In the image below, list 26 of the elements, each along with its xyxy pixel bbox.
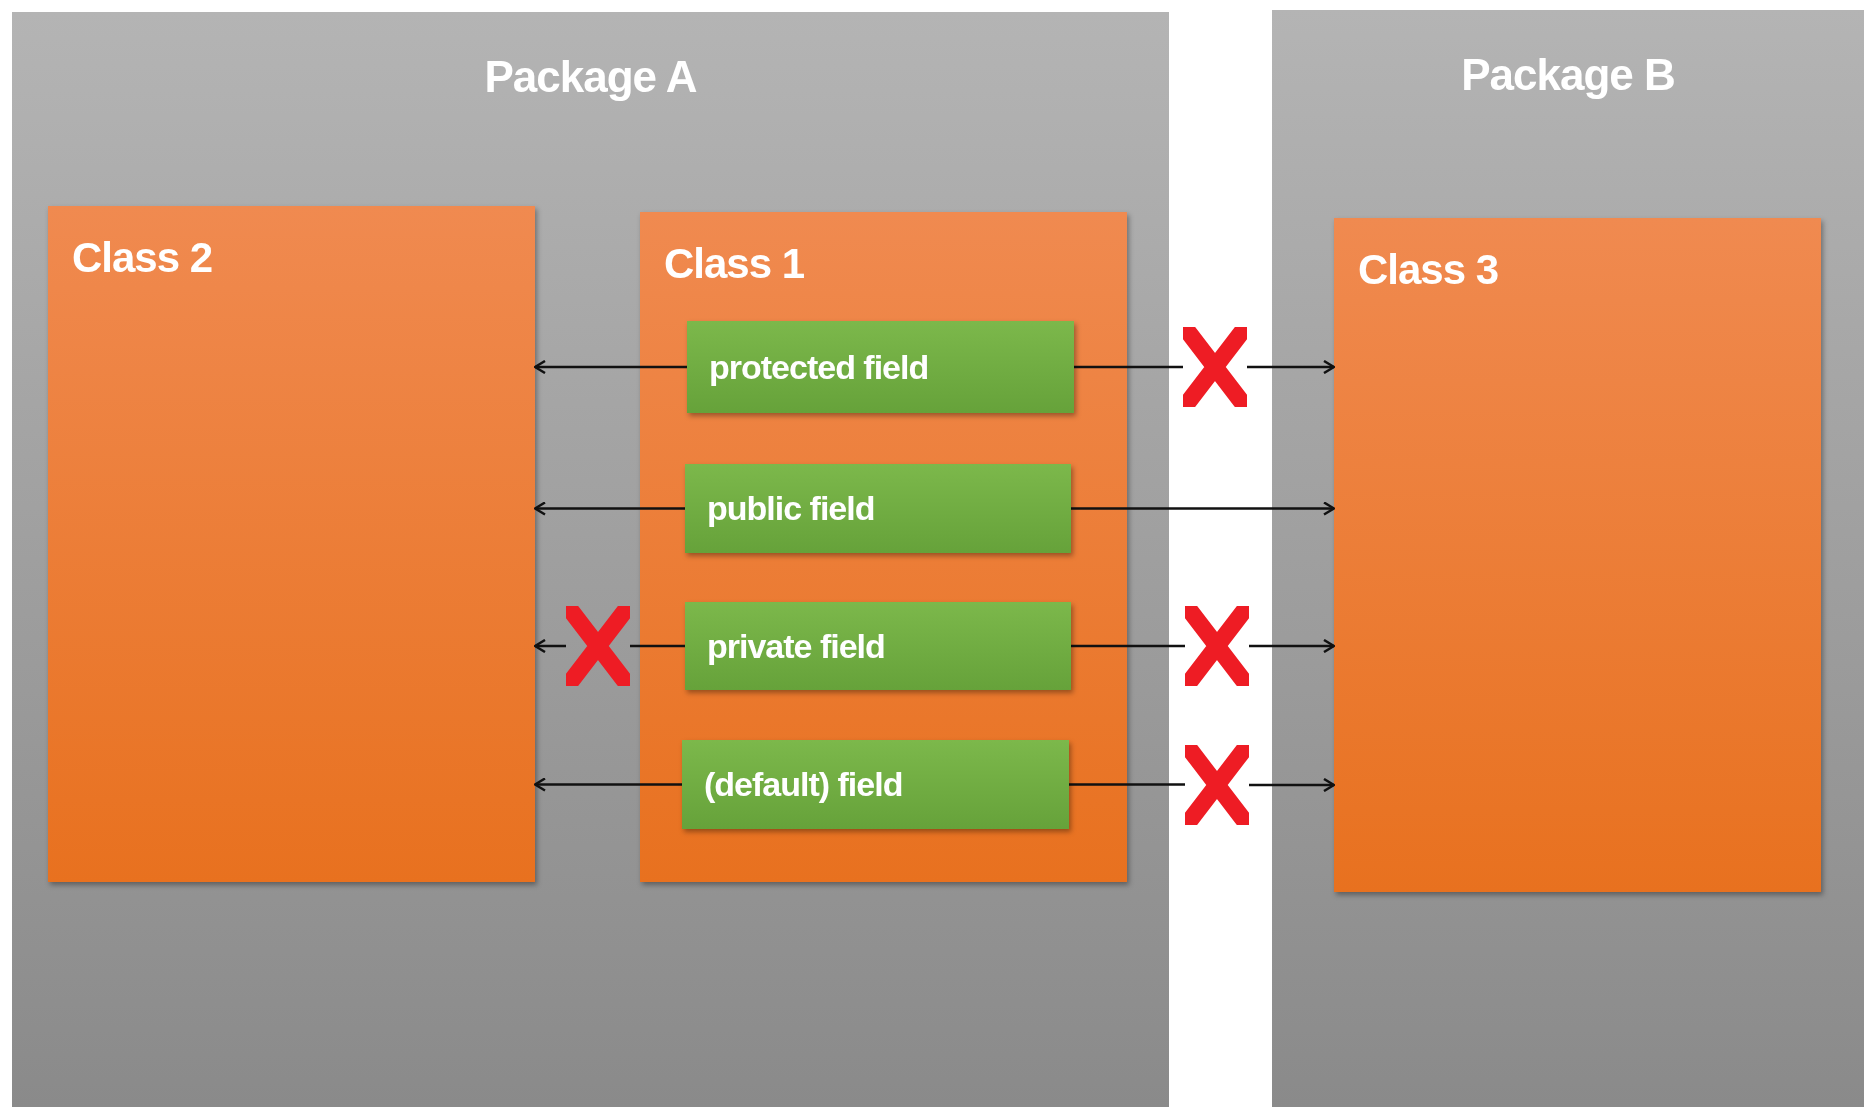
package-panel (12, 12, 1169, 1107)
class-box (640, 212, 1127, 882)
field-label: (default) field (703, 765, 903, 804)
field-label: private field (706, 626, 885, 666)
field-box (685, 464, 1071, 553)
arrow (1247, 359, 1336, 375)
arrow (533, 777, 682, 792)
class-box (48, 206, 535, 882)
field-label: protected field (708, 347, 929, 387)
field-box (685, 602, 1071, 690)
field-box (682, 740, 1069, 829)
class-title: Class 2 (72, 234, 213, 282)
package-title: Package A (483, 52, 698, 102)
class-title: Class 3 (1358, 246, 1499, 294)
arrow (1249, 777, 1336, 793)
arrow (533, 359, 687, 375)
class-title: Class 1 (664, 240, 805, 288)
arrow (1249, 638, 1336, 654)
class-box (1334, 218, 1821, 892)
arrow (533, 638, 566, 654)
arrow (533, 501, 685, 516)
package-panel (1272, 10, 1864, 1107)
package-title: Package B (1460, 50, 1676, 100)
field-box (687, 321, 1074, 413)
arrow (1071, 501, 1336, 516)
field-label: public field (706, 489, 875, 528)
